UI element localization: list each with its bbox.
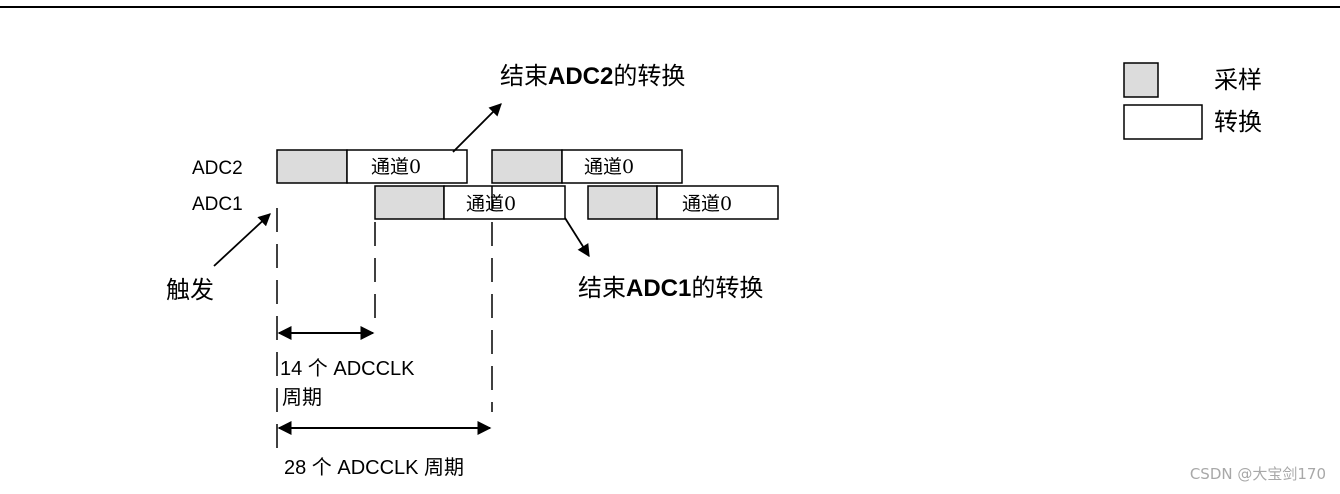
adc1-channel-label-2: 通道0 xyxy=(682,193,732,215)
end-adc1-arrow xyxy=(564,217,590,258)
adc1-convert-box-1 xyxy=(443,185,566,220)
legend-sample-label: 采样 xyxy=(1214,66,1262,94)
adc2-sample-box-1 xyxy=(276,149,348,184)
adc2-label: ADC2 xyxy=(192,158,243,179)
end-adc2-arrow xyxy=(452,103,502,153)
legend-sample-swatch xyxy=(1123,62,1159,98)
span-14-label-line2: 周期 xyxy=(282,385,322,409)
legend-convert-label: 转换 xyxy=(1214,108,1262,136)
adc1-channel-label-1: 通道0 xyxy=(466,193,516,215)
adc1-sample-box-2 xyxy=(587,185,658,220)
adc2-convert-box-1 xyxy=(346,149,468,184)
trigger-arrow xyxy=(213,213,271,267)
span-14-label-line1: 14 个 ADCCLK xyxy=(280,357,415,380)
adc1-sample-box-1 xyxy=(374,185,445,220)
adc2-sample-box-2 xyxy=(491,149,563,184)
trigger-label: 触发 xyxy=(166,276,214,304)
legend-convert-swatch xyxy=(1123,104,1203,140)
adc2-channel-label-2: 通道0 xyxy=(584,156,634,178)
adc2-convert-box-2 xyxy=(561,149,683,184)
adc1-convert-box-2 xyxy=(656,185,779,220)
adc2-channel-label-1: 通道0 xyxy=(371,156,421,178)
end-adc1-label: 结束ADC1的转换 xyxy=(578,274,763,302)
adc1-label: ADC1 xyxy=(192,194,243,215)
watermark: CSDN @大宝剑170 xyxy=(1189,465,1326,483)
end-adc2-label: 结束ADC2的转换 xyxy=(500,62,685,90)
span-28-label: 28 个 ADCCLK 周期 xyxy=(284,456,464,479)
